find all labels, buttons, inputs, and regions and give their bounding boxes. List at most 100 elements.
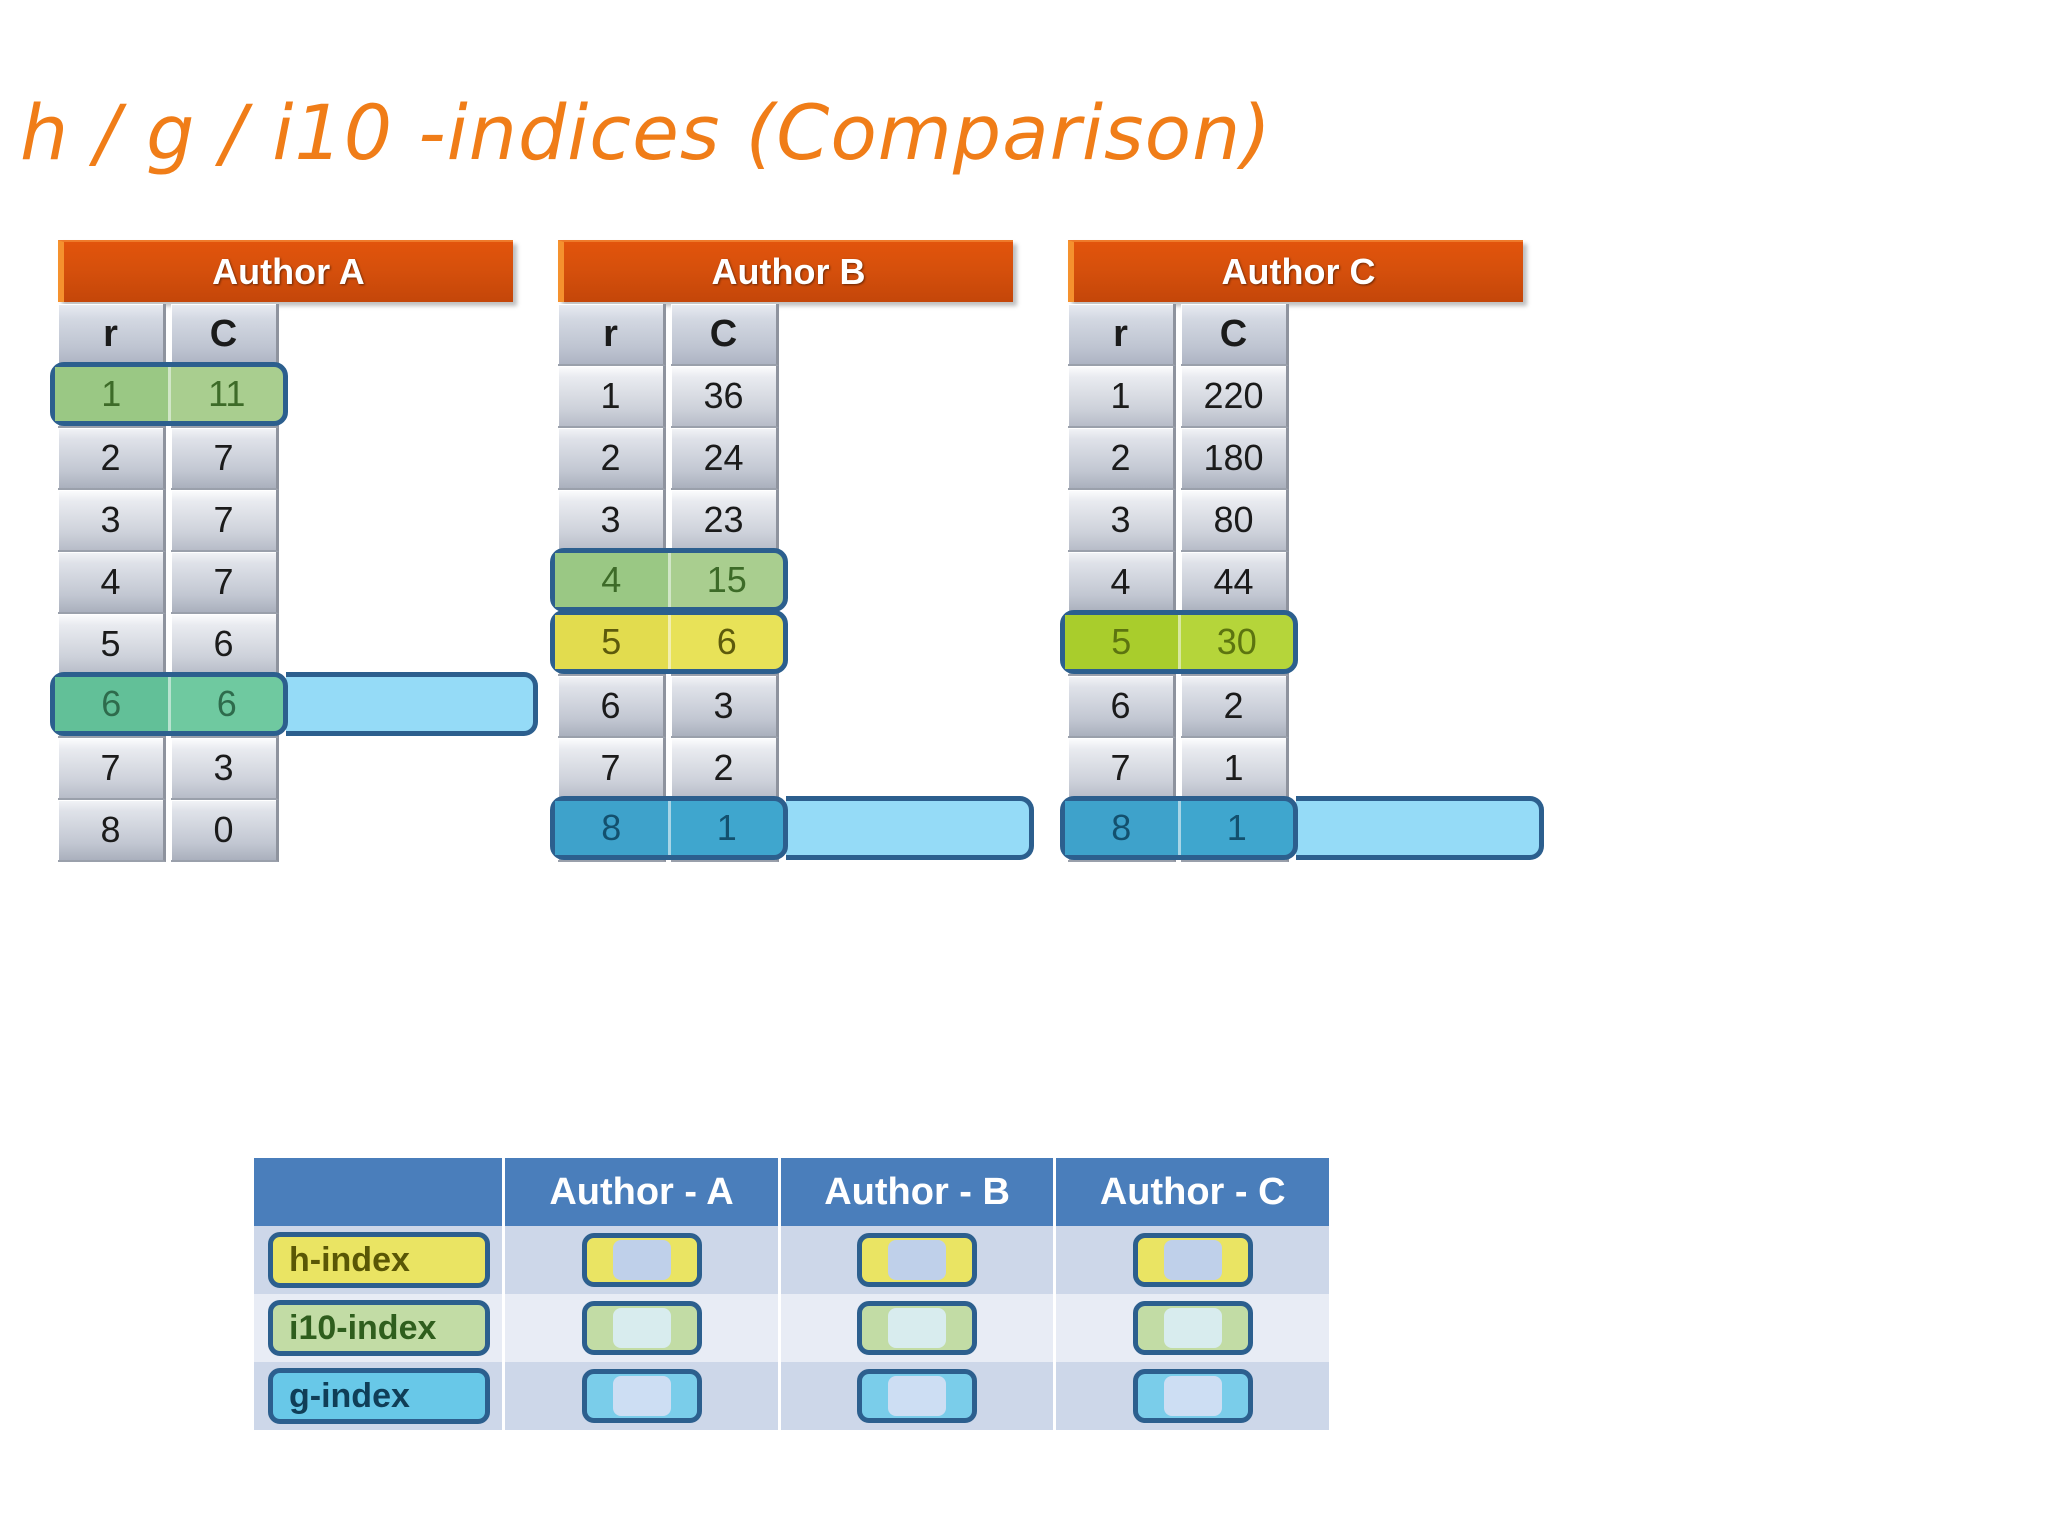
cell-citations: 2 <box>671 738 779 800</box>
cell-citations: 7 <box>171 552 279 614</box>
cell-rank: 6 <box>58 676 166 738</box>
pill-inner <box>612 1376 671 1416</box>
cell-rank: 7 <box>58 738 166 800</box>
cell-rank: 3 <box>558 490 666 552</box>
cell-rank: 8 <box>558 800 666 862</box>
comparison-col-author-b: Author - B <box>779 1158 1057 1226</box>
author-c-panel: Author C r C 1 220 2 180 3 80 4 44 5 30 … <box>1060 240 1544 862</box>
pill-inner <box>888 1376 947 1416</box>
cell-citations: 6 <box>671 614 779 676</box>
cell-rank: 2 <box>58 428 166 490</box>
h-index-value-b <box>857 1233 978 1287</box>
comparison-col-author-a: Author - A <box>503 1158 781 1226</box>
table-row: 6 3 <box>558 676 780 738</box>
cell-citations: 1 <box>1181 800 1289 862</box>
table-row: 3 7 <box>58 490 280 552</box>
column-header-c: C <box>171 304 279 366</box>
cell-rank: 5 <box>1068 614 1176 676</box>
cell-citations: 1 <box>671 800 779 862</box>
cell-citations: 15 <box>671 552 779 614</box>
cell-rank: 3 <box>58 490 166 552</box>
cell-rank: 1 <box>1068 366 1176 428</box>
column-header-r: r <box>1068 304 1176 366</box>
table-row: 4 7 <box>58 552 280 614</box>
g-index-label: g-index <box>268 1368 491 1424</box>
cell-rank: 4 <box>58 552 166 614</box>
table-row: 2 7 <box>58 428 280 490</box>
comparison-row-g-index: g-index <box>254 1362 1332 1430</box>
table-row: 1 36 <box>558 366 780 428</box>
comparison-col-author-c: Author - C <box>1054 1158 1332 1226</box>
author-b-banner: Author B <box>558 240 1013 302</box>
g-index-extension-bar-b <box>786 796 1034 860</box>
cell-rank: 7 <box>1068 738 1176 800</box>
i10-index-label: i10-index <box>268 1300 491 1356</box>
table-header-row: r C <box>558 304 780 366</box>
i10-index-author-b-cell <box>779 1294 1057 1362</box>
h-index-label: h-index <box>268 1232 491 1288</box>
table-row: 8 1 8 1 <box>1060 796 1544 862</box>
cell-citations: 36 <box>671 366 779 428</box>
comparison-table: Author - A Author - B Author - C h-index… <box>254 1158 1332 1430</box>
i10-index-value-b <box>857 1301 978 1355</box>
cell-citations: 2 <box>1181 676 1289 738</box>
cell-rank: 6 <box>558 676 666 738</box>
cell-citations: 1 <box>1181 738 1289 800</box>
comparison-row-h-index: h-index <box>254 1226 1332 1294</box>
i10-index-value-c <box>1132 1301 1253 1355</box>
h-index-author-c-cell <box>1054 1226 1332 1294</box>
table-row: 3 23 <box>558 490 780 552</box>
cell-citations: 220 <box>1181 366 1289 428</box>
table-row: 7 2 <box>558 738 780 800</box>
cell-citations: 80 <box>1181 490 1289 552</box>
cell-citations: 3 <box>171 738 279 800</box>
cell-rank: 2 <box>558 428 666 490</box>
table-row: 5 6 5 6 <box>550 610 788 676</box>
author-c-banner: Author C <box>1068 240 1523 302</box>
pill-inner <box>1163 1308 1222 1348</box>
cell-rank: 2 <box>1068 428 1176 490</box>
cell-citations: 44 <box>1181 552 1289 614</box>
cell-citations: 30 <box>1181 614 1289 676</box>
pill-inner <box>612 1240 671 1280</box>
row-label-cell: g-index <box>254 1362 506 1430</box>
column-header-r: r <box>558 304 666 366</box>
cell-citations: 7 <box>171 428 279 490</box>
cell-rank: 4 <box>1068 552 1176 614</box>
author-a-table: r C 1 11 1 11 2 7 3 7 4 7 5 6 6 <box>50 304 538 862</box>
i10-index-value-a <box>581 1301 702 1355</box>
table-row: 1 11 1 11 <box>50 362 288 428</box>
g-index-extension-bar-c <box>1296 796 1544 860</box>
column-header-r: r <box>58 304 166 366</box>
table-row: 7 3 <box>58 738 280 800</box>
cell-rank: 8 <box>1068 800 1176 862</box>
column-header-c: C <box>671 304 779 366</box>
table-row: 3 80 <box>1068 490 1290 552</box>
cell-rank: 1 <box>58 366 166 428</box>
author-b-panel: Author B r C 1 36 2 24 3 23 4 15 4 15 5 <box>550 240 1034 862</box>
cell-rank: 1 <box>558 366 666 428</box>
i10-index-author-a-cell <box>503 1294 781 1362</box>
cell-rank: 8 <box>58 800 166 862</box>
table-row: 6 2 <box>1068 676 1290 738</box>
row-label-cell: i10-index <box>254 1294 506 1362</box>
cell-citations: 6 <box>171 614 279 676</box>
row-label-cell: h-index <box>254 1226 506 1294</box>
author-c-table: r C 1 220 2 180 3 80 4 44 5 30 5 30 <box>1060 304 1544 862</box>
cell-citations: 11 <box>171 366 279 428</box>
cell-citations: 6 <box>171 676 279 738</box>
g-index-author-a-cell <box>503 1362 781 1430</box>
cell-rank: 5 <box>558 614 666 676</box>
author-b-table: r C 1 36 2 24 3 23 4 15 4 15 5 6 5 <box>550 304 1034 862</box>
table-row: 8 1 8 1 <box>550 796 1034 862</box>
table-row: 2 180 <box>1068 428 1290 490</box>
comparison-row-i10-index: i10-index <box>254 1294 1332 1362</box>
comparison-corner-cell <box>254 1158 506 1226</box>
table-row: 7 1 <box>1068 738 1290 800</box>
g-index-author-c-cell <box>1054 1362 1332 1430</box>
g-index-author-b-cell <box>779 1362 1057 1430</box>
pill-inner <box>888 1308 947 1348</box>
h-index-value-c <box>1132 1233 1253 1287</box>
g-index-extension-bar-a <box>286 672 538 736</box>
table-row: 6 6 6 6 <box>50 672 538 738</box>
